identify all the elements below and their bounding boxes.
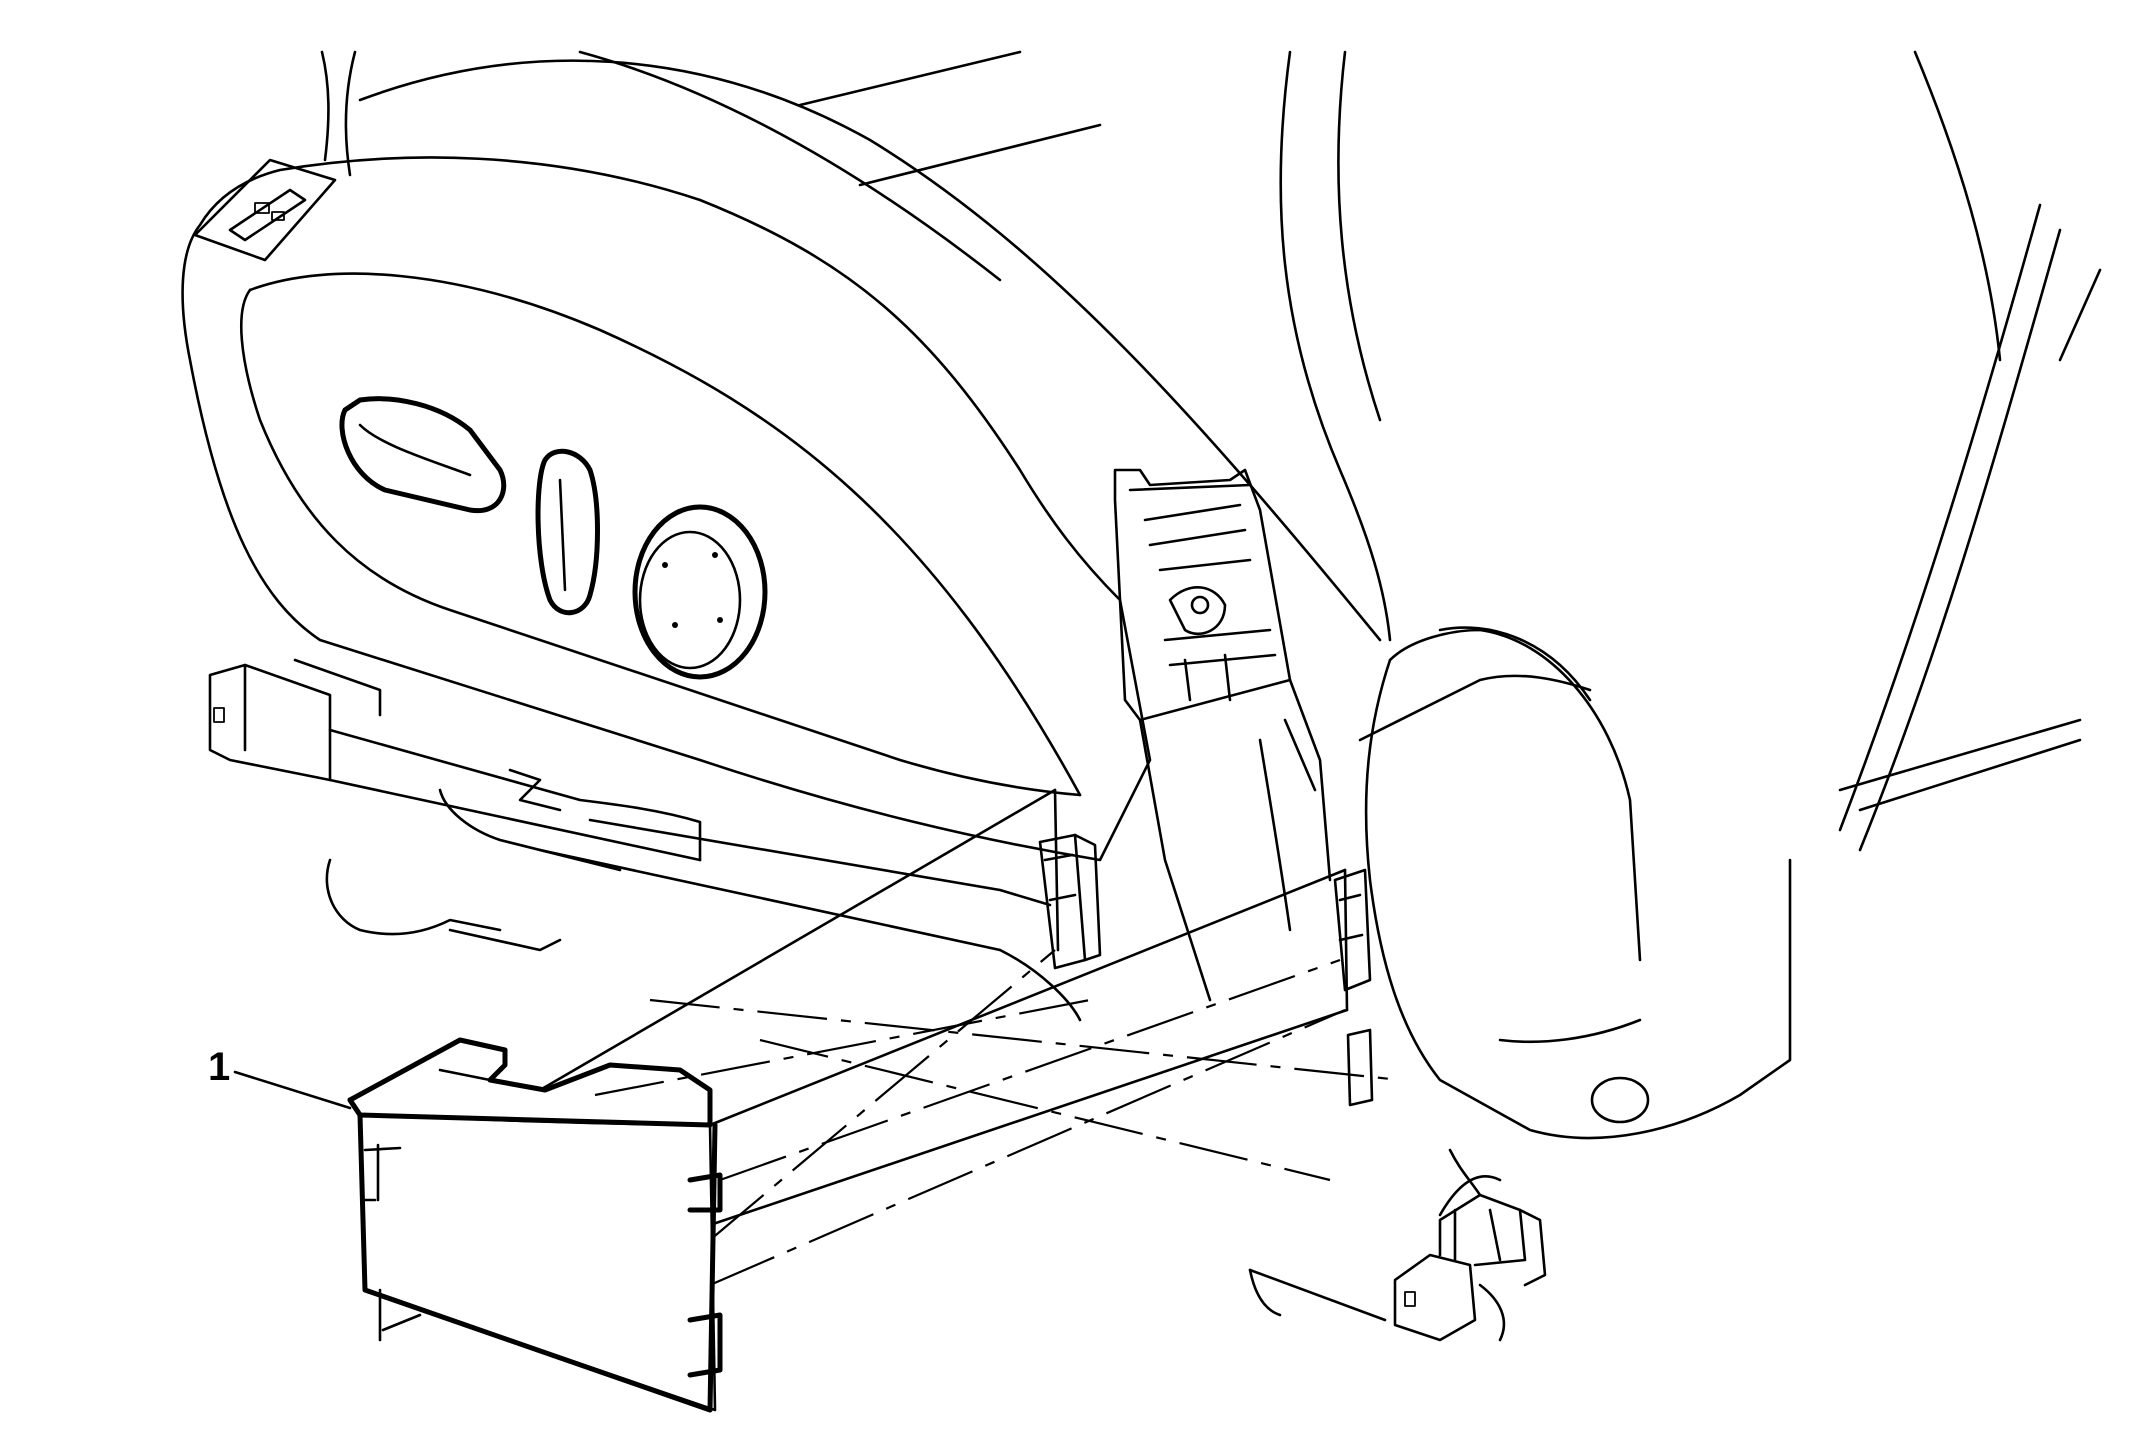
installation-guide-lines <box>538 788 1401 1287</box>
trim-clip-right <box>1333 868 1374 1107</box>
seat-side-shield <box>181 156 1152 862</box>
seat-cushion-right <box>1358 626 1792 1140</box>
trim-clip-left <box>1038 833 1102 970</box>
seat-latch-right <box>1248 1148 1547 1342</box>
callout-1-leader <box>233 1070 352 1110</box>
seat-rail-left <box>208 658 1082 1022</box>
seat-trim-cover-part <box>347 1037 723 1413</box>
callout-1: 1 <box>208 1045 352 1110</box>
seat-back-outline <box>320 50 2102 852</box>
callout-1-label: 1 <box>208 1045 230 1089</box>
recliner-bracket <box>1113 468 1332 1002</box>
